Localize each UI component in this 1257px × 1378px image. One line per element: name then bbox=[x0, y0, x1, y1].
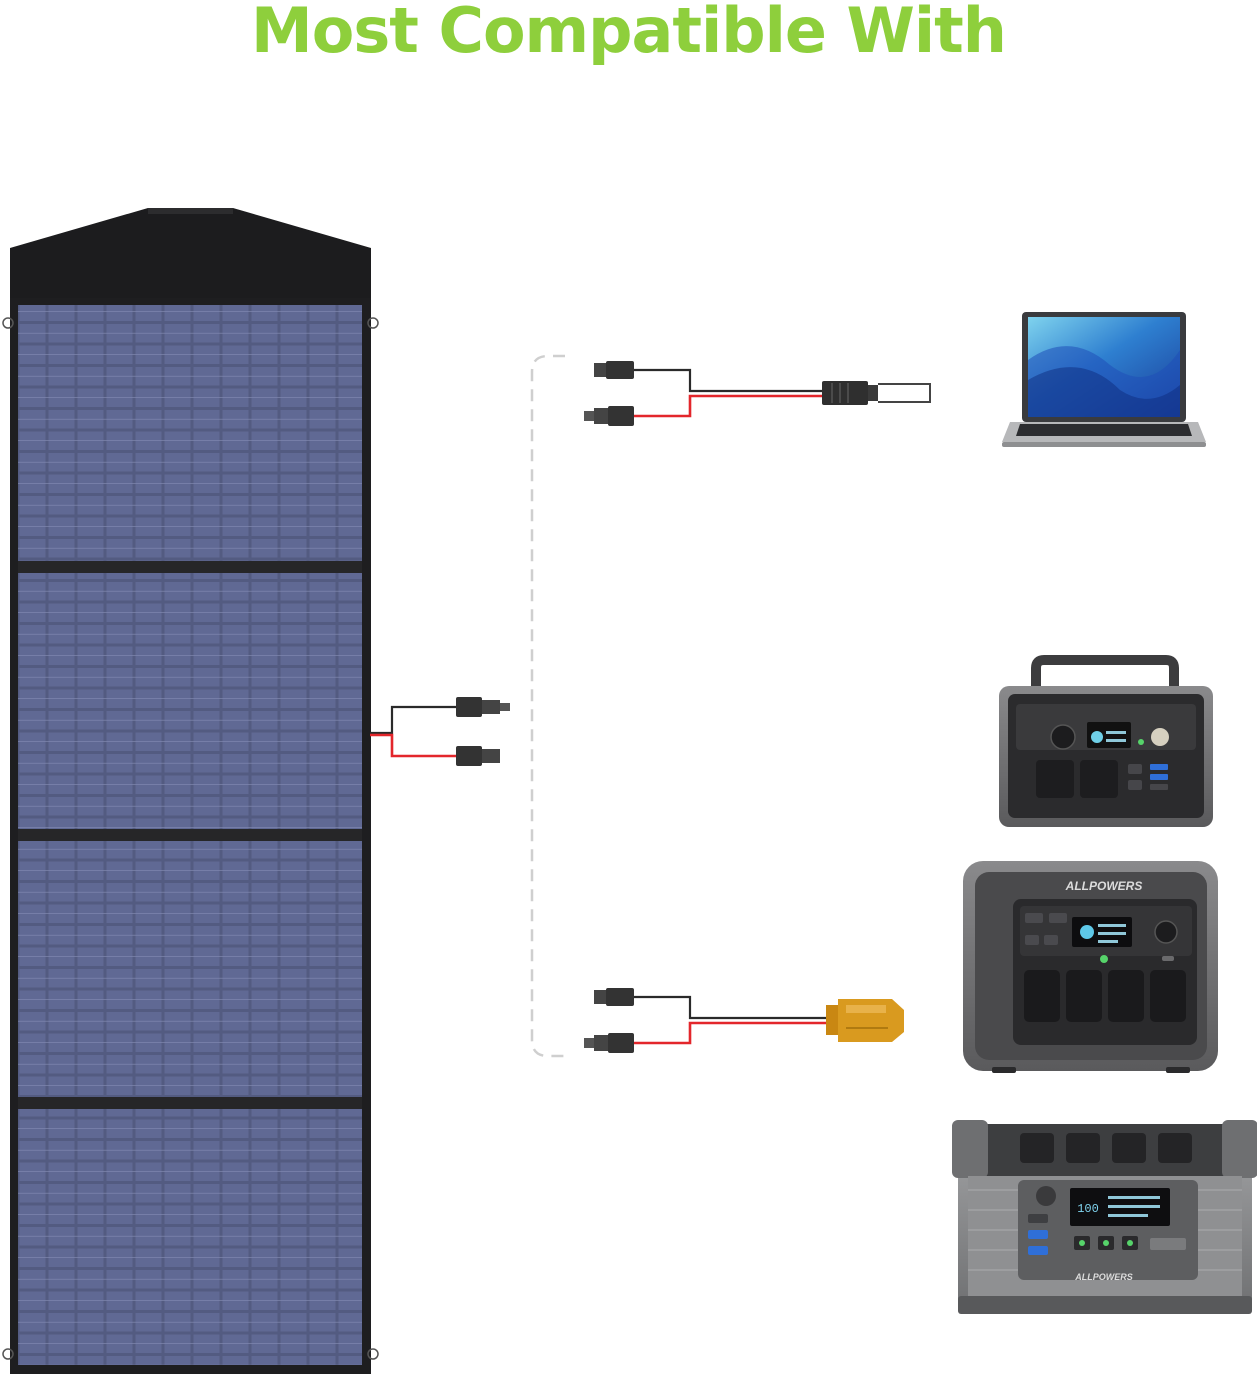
page-title: Most Compatible With bbox=[0, 0, 1257, 66]
panel-output-cable bbox=[370, 697, 510, 766]
mc4-connector-icon bbox=[584, 1033, 634, 1053]
page-title-text: Most Compatible With bbox=[251, 0, 1007, 67]
power-station-icon bbox=[999, 655, 1213, 827]
solar-cell-block-4 bbox=[18, 1109, 362, 1365]
dashed-bracket bbox=[530, 354, 565, 1058]
solar-cell-block-2 bbox=[18, 573, 362, 829]
laptop-icon bbox=[1002, 312, 1206, 447]
power-station-icon: 100 ALLPOWERS bbox=[952, 1120, 1257, 1314]
solar-panel-icon bbox=[2, 208, 379, 1374]
mc4-connector-icon bbox=[594, 361, 634, 379]
station-brand-label: ALLPOWERS bbox=[1074, 1272, 1133, 1282]
mc4-to-dc-cable bbox=[584, 361, 931, 426]
dc-plug-icon bbox=[822, 381, 931, 405]
power-station-icon: ALLPOWERS bbox=[963, 861, 1218, 1073]
solar-cell-block-3 bbox=[18, 841, 362, 1097]
mc4-connector-icon bbox=[594, 988, 634, 1006]
mc4-connector-icon bbox=[456, 746, 500, 766]
xt60-plug-icon bbox=[826, 999, 904, 1042]
mc4-connector-icon bbox=[584, 406, 634, 426]
mc4-connector-icon bbox=[456, 697, 510, 717]
solar-cell-block-1 bbox=[18, 305, 362, 561]
station-brand-label: ALLPOWERS bbox=[1065, 879, 1143, 893]
station-display-value: 100 bbox=[1077, 1202, 1099, 1216]
mc4-to-xt60-cable bbox=[584, 988, 904, 1053]
